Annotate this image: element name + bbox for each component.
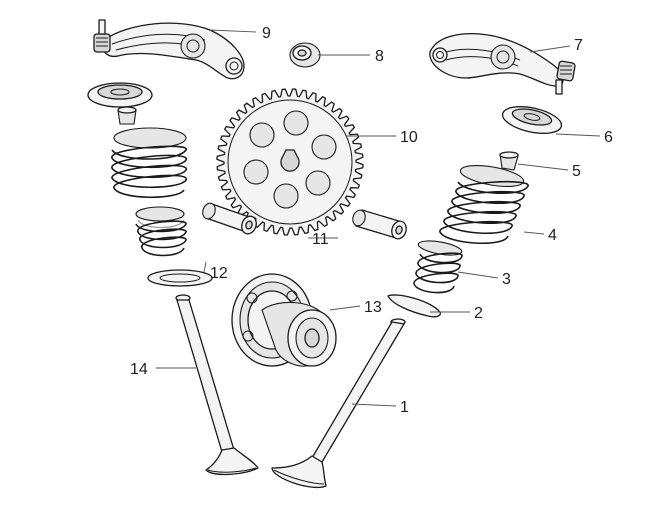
leader-line-7	[529, 45, 571, 53]
leader-line-6	[555, 133, 601, 137]
callout-1: 1	[400, 399, 409, 416]
roller-pin-right	[352, 209, 407, 240]
callout-14: 14	[130, 361, 148, 378]
spring-retainer-right	[501, 106, 563, 134]
cam-sprocket	[216, 88, 364, 236]
callout-9: 9	[262, 25, 271, 42]
callout-12: 12	[210, 265, 228, 282]
leader-line-13	[329, 305, 361, 311]
inner-valve-spring-right	[413, 240, 463, 294]
callout-labels: 9 8 7 6 5 4 3 2 1 10 11 12 13 14	[130, 25, 613, 416]
spring-seat-washer-left	[147, 269, 213, 287]
leader-line-5	[517, 163, 569, 171]
spring-seat-washer-right	[387, 294, 442, 318]
rocker-arm-right	[429, 32, 576, 95]
valve-right	[271, 318, 406, 488]
callout-7: 7	[574, 37, 583, 54]
leader-line-4	[523, 231, 545, 235]
callout-11: 11	[312, 231, 329, 248]
leader-lines	[156, 29, 601, 407]
roller-pin-left	[202, 202, 257, 235]
inner-valve-spring-left	[135, 206, 187, 257]
callout-6: 6	[604, 129, 613, 146]
callout-3: 3	[502, 271, 511, 288]
callout-13: 13	[364, 299, 382, 316]
valve-keeper-right	[499, 151, 519, 171]
callout-2: 2	[474, 305, 483, 322]
outer-valve-spring-left	[111, 127, 187, 199]
leader-line-12	[203, 261, 207, 273]
callout-10: 10	[400, 129, 418, 146]
leader-line-1	[351, 403, 397, 407]
rocker-pin	[289, 42, 321, 68]
outer-valve-spring-right	[439, 164, 529, 245]
valve-keeper-left	[117, 106, 137, 125]
valve-left	[175, 294, 259, 476]
callout-8: 8	[375, 48, 384, 65]
spring-retainer-left	[87, 82, 153, 108]
camshaft-bearing-assembly	[231, 273, 337, 367]
callout-4: 4	[548, 227, 557, 244]
callout-5: 5	[572, 163, 581, 180]
leader-line-3	[457, 271, 499, 279]
rocker-arm-left	[93, 19, 245, 80]
leader-line-9	[209, 29, 257, 33]
